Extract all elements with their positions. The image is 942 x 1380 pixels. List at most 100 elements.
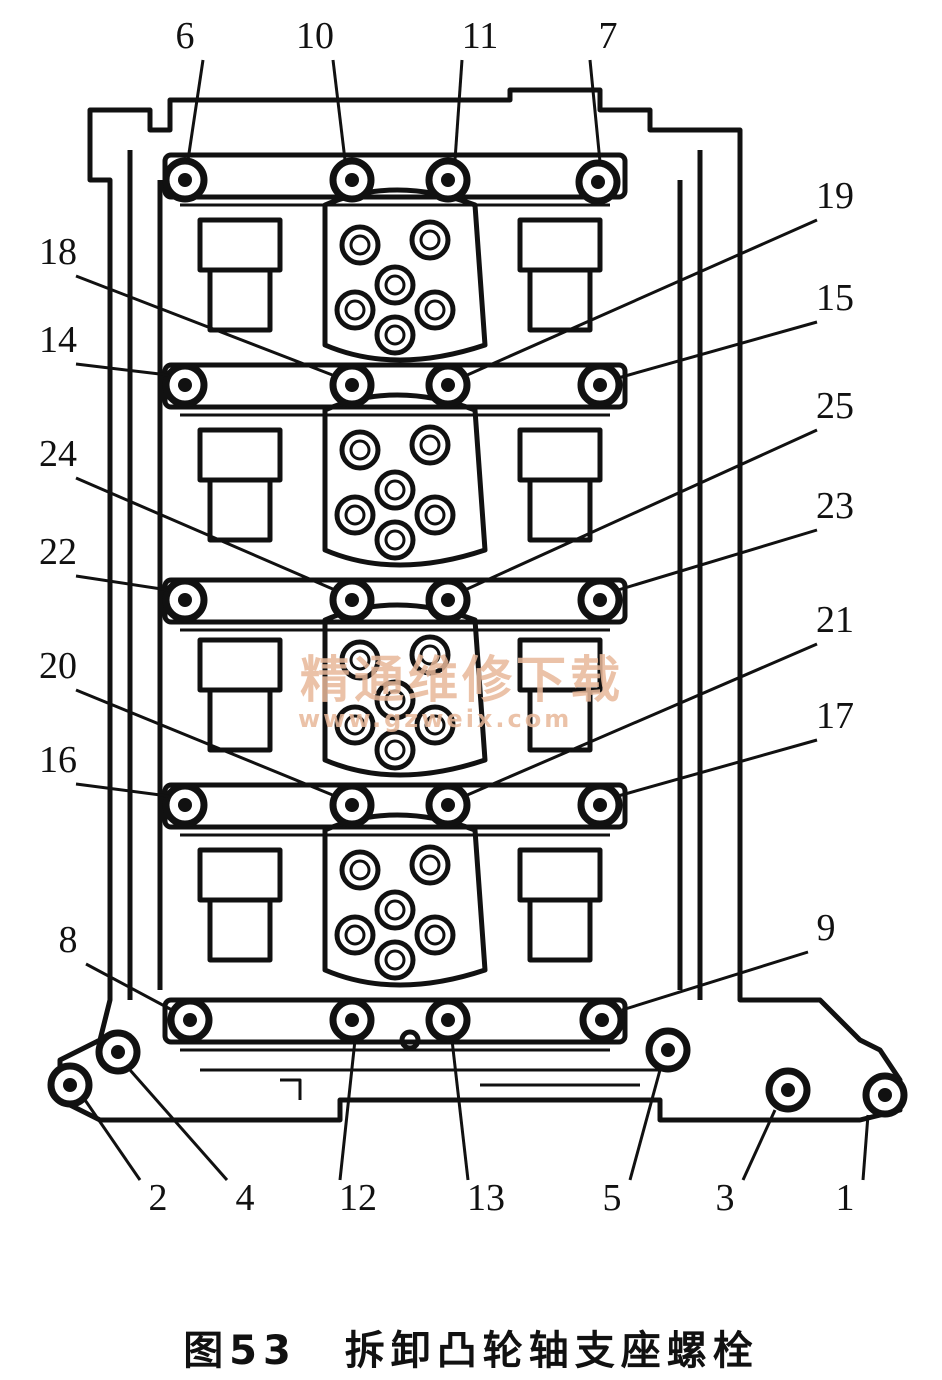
bolt-center-7 xyxy=(591,175,605,189)
valve-seat xyxy=(334,494,376,536)
cam-lobe xyxy=(197,847,283,903)
leader-20 xyxy=(75,688,336,798)
figure-caption: 图53 拆卸凸轮轴支座螺栓 xyxy=(0,1318,942,1378)
valve-seat xyxy=(334,914,376,956)
cam-lobe-base xyxy=(207,267,273,333)
leader-12 xyxy=(338,1039,357,1181)
leader-24 xyxy=(75,476,336,592)
callout-20: 20 xyxy=(39,645,77,687)
valve-stem xyxy=(344,714,366,736)
leader-4 xyxy=(128,1069,229,1181)
callout-5: 5 xyxy=(603,1177,622,1219)
bolt-center-15 xyxy=(593,378,607,392)
valve-stem xyxy=(349,859,371,881)
valve-seat xyxy=(339,849,381,891)
valve-seat xyxy=(409,844,451,886)
bearing-cap-row xyxy=(162,997,628,1045)
valve-stem xyxy=(349,234,371,256)
cam-lobe-base xyxy=(207,477,273,543)
valve-seat xyxy=(409,634,451,676)
bolt-center-10 xyxy=(345,173,359,187)
watermark-url: www.gzweix.com xyxy=(298,705,573,733)
head-outline xyxy=(57,87,903,1123)
leader-18 xyxy=(75,274,336,378)
callout-15: 15 xyxy=(816,277,854,319)
cam-lobe-base xyxy=(527,897,593,963)
leader-15 xyxy=(617,320,818,380)
callout-11: 11 xyxy=(462,15,499,57)
valve-stem xyxy=(419,644,441,666)
leader-16 xyxy=(75,782,169,798)
cam-lobe xyxy=(517,847,603,903)
cam-lobe-base xyxy=(207,687,273,753)
valve-stem xyxy=(349,649,371,671)
callout-25: 25 xyxy=(816,385,854,427)
leader-3 xyxy=(741,1109,777,1181)
valve-stem xyxy=(384,274,406,296)
bolt-center-6 xyxy=(178,173,192,187)
valve-stem xyxy=(424,714,446,736)
callout-16: 16 xyxy=(39,739,77,781)
cam-lobe-base xyxy=(207,897,273,963)
cam-lobe-base xyxy=(527,267,593,333)
valve-stem xyxy=(384,529,406,551)
cam-lobe-base xyxy=(527,477,593,543)
bolt-center-8 xyxy=(183,1013,197,1027)
valve-seat xyxy=(339,224,381,266)
bolt-center-1 xyxy=(878,1088,892,1102)
figure-title: 拆卸凸轮轴支座螺栓 xyxy=(344,1328,759,1374)
bearing-cap-row xyxy=(162,782,628,830)
leader-8 xyxy=(85,962,173,1012)
valve-stem xyxy=(419,854,441,876)
bolt-center-14 xyxy=(178,378,192,392)
valve-seat xyxy=(409,424,451,466)
leader-7 xyxy=(588,59,602,163)
bolt-center-17 xyxy=(593,798,607,812)
cam-lobe-base xyxy=(527,687,593,753)
cam-lobe xyxy=(197,637,283,693)
bolt-center-19 xyxy=(441,378,455,392)
valve-seat xyxy=(414,494,456,536)
watermark-text: 精通维修下载 xyxy=(300,651,624,709)
leader-13 xyxy=(450,1039,470,1181)
valve-stem xyxy=(424,924,446,946)
valve-stem xyxy=(384,324,406,346)
leader-14 xyxy=(75,362,169,377)
bolt-center-24 xyxy=(345,593,359,607)
callout-9: 9 xyxy=(817,907,836,949)
valve-stem xyxy=(384,949,406,971)
cylinder-head-outline xyxy=(57,87,903,1123)
valve-seat xyxy=(374,939,416,981)
callout-12: 12 xyxy=(339,1177,377,1219)
valve-seat xyxy=(414,914,456,956)
callout-3: 3 xyxy=(716,1177,735,1219)
bolt-center-18 xyxy=(345,378,359,392)
bolt-center-5 xyxy=(661,1043,675,1057)
valve-stem xyxy=(424,299,446,321)
bolt-group xyxy=(47,157,908,1118)
bearing-cap-row xyxy=(162,362,628,410)
valve-cluster xyxy=(322,392,488,568)
valve-seat xyxy=(374,679,416,721)
valve-seat xyxy=(374,889,416,931)
cam-lobe xyxy=(517,427,603,483)
valve-seat xyxy=(374,729,416,771)
callout-19: 19 xyxy=(816,175,854,217)
callout-18: 18 xyxy=(39,231,77,273)
valve-seat xyxy=(414,704,456,746)
callout-7: 7 xyxy=(599,15,618,57)
cam-lobe xyxy=(517,217,603,273)
cam-lobe xyxy=(197,427,283,483)
valve-seat xyxy=(414,289,456,331)
callout-4: 4 xyxy=(236,1177,255,1219)
bolt-center-11 xyxy=(441,173,455,187)
callout-6: 6 xyxy=(176,15,195,57)
valve-stem xyxy=(384,899,406,921)
bearing-cap-row xyxy=(162,577,628,625)
lower-rail xyxy=(200,1068,660,1100)
figure-number: 图53 xyxy=(183,1328,297,1374)
leader-11 xyxy=(453,59,464,161)
callout-1: 1 xyxy=(836,1177,855,1219)
